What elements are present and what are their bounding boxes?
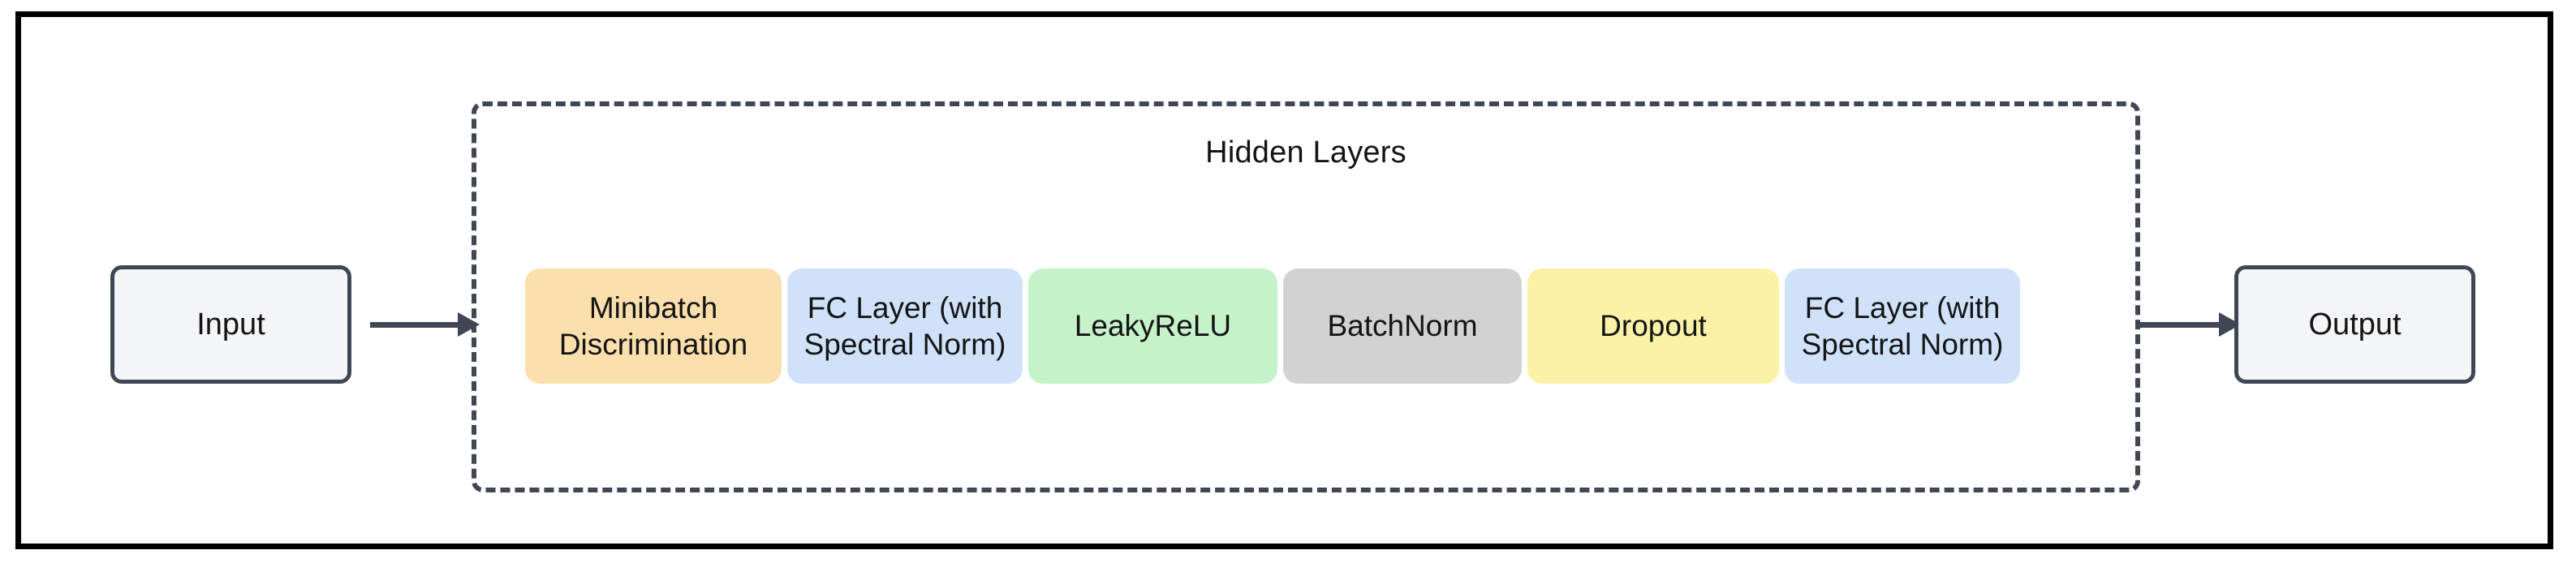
layer-row: Minibatch Discrimination FC Layer (with S… bbox=[525, 269, 2020, 384]
node-output[interactable]: Output bbox=[2234, 265, 2475, 384]
layer-chip-label: LeakyReLU bbox=[1074, 309, 1232, 343]
layer-chip[interactable]: Dropout bbox=[1527, 269, 1779, 384]
layer-chip[interactable]: FC Layer (with Spectral Norm) bbox=[1785, 269, 2020, 384]
layer-chip-label: BatchNorm bbox=[1327, 309, 1478, 343]
layer-chip[interactable]: FC Layer (with Spectral Norm) bbox=[787, 269, 1023, 384]
node-input[interactable]: Input bbox=[110, 265, 351, 384]
hidden-layers-group: Hidden Layers bbox=[472, 101, 2140, 492]
layer-chip-label: FC Layer (with Spectral Norm) bbox=[1801, 290, 2004, 361]
node-input-label: Input bbox=[196, 307, 265, 342]
layer-chip[interactable]: BatchNorm bbox=[1283, 269, 1522, 384]
layer-chip[interactable]: LeakyReLU bbox=[1028, 269, 1277, 384]
connector-input-to-hidden bbox=[370, 312, 480, 337]
outer-frame: Input Hidden Layers Minibatch Discrimina… bbox=[15, 11, 2553, 549]
layer-chip[interactable]: Minibatch Discrimination bbox=[525, 269, 782, 384]
connector-hidden-to-output bbox=[2138, 312, 2241, 337]
layer-chip-label: Dropout bbox=[1600, 309, 1707, 343]
node-output-label: Output bbox=[2308, 307, 2402, 342]
layer-chip-label: FC Layer (with Spectral Norm) bbox=[803, 290, 1006, 361]
hidden-layers-title: Hidden Layers bbox=[1205, 135, 1406, 170]
layer-chip-label: Minibatch Discrimination bbox=[558, 290, 748, 361]
